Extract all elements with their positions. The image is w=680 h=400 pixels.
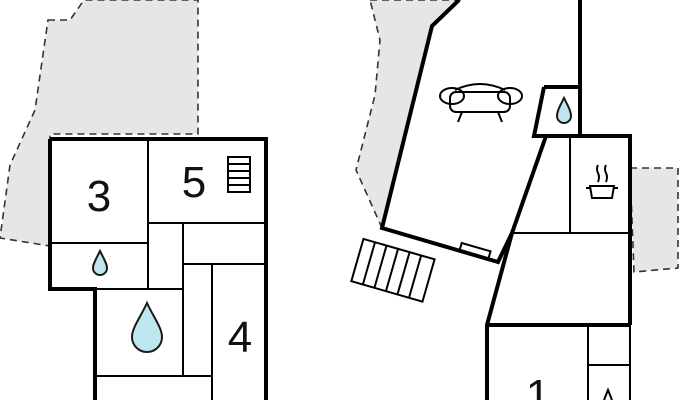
sofa-icon — [439, 83, 523, 123]
room-number-4: 4 — [228, 313, 252, 362]
left-building: 3 5 4 — [48, 137, 268, 400]
stairs-icon — [350, 237, 436, 303]
terrace-right-top — [355, 0, 462, 231]
living-room-outline — [379, 0, 582, 265]
lower-block-outline — [485, 135, 630, 400]
terrace-right-side — [629, 167, 679, 273]
room-number-3: 3 — [87, 172, 111, 221]
cooking-pot-icon — [586, 164, 618, 199]
water-drop-icon — [130, 300, 164, 353]
right-building: 1 — [379, 0, 632, 400]
room-number-1: 1 — [526, 371, 550, 400]
door-icon — [458, 241, 492, 261]
water-drop-icon — [91, 248, 109, 276]
room-number-5: 5 — [182, 158, 206, 207]
water-drop-icon — [555, 95, 573, 124]
corner-marker — [603, 387, 613, 400]
left-building-outline — [48, 137, 268, 400]
small-bath-outline — [531, 85, 632, 325]
stairs-icon — [227, 156, 251, 193]
